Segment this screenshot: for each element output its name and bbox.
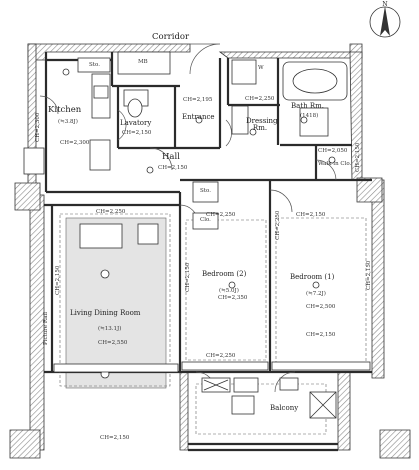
w-label: W xyxy=(258,65,264,71)
bed1-area: (≒7.2J) xyxy=(306,291,326,297)
kitchen-stove xyxy=(89,139,111,171)
hall-name: Hall xyxy=(162,152,180,162)
kitchen-sink xyxy=(93,85,109,99)
sto-hall-box xyxy=(192,181,219,203)
toilet xyxy=(127,98,143,118)
lavatory-name: Lavatory xyxy=(120,119,152,127)
ldr-shelf xyxy=(137,223,159,245)
dressing-name: Dressing Rm. xyxy=(246,117,278,132)
balcony-name: Balcony xyxy=(270,404,299,412)
living-name: Living Dining Room xyxy=(70,309,141,317)
bathtub-inner xyxy=(292,68,338,94)
walkin-ch: CH=2,050 xyxy=(318,148,348,154)
walkin-side-ch: CH=2,150 xyxy=(355,142,361,172)
washer xyxy=(231,59,257,85)
living-left-ch: CH=2,150 xyxy=(55,265,61,295)
window-rails xyxy=(53,361,371,373)
mb-box xyxy=(117,51,171,75)
living-top-ch: CH=2,250 xyxy=(96,209,126,215)
bed2-area: (≒5.0J) xyxy=(219,288,239,294)
fixtures xyxy=(23,51,348,419)
interior-walls xyxy=(44,52,372,452)
clo-label: Clo. xyxy=(200,217,211,223)
bed1-mid-ch: CH=2,250 xyxy=(275,210,281,240)
entrance-name: Entrance xyxy=(182,113,215,121)
clo-box xyxy=(192,212,219,230)
bed2-name: Bedroom (2) xyxy=(202,270,247,278)
bed1-top-ch: CH=2,150 xyxy=(296,212,326,218)
entrance-ch: CH=2,195 xyxy=(183,97,213,103)
living-ch: CH=2,550 xyxy=(98,340,128,346)
kitchen-name: Kitchen xyxy=(48,105,82,115)
kitchen-ch: CH=2,300 xyxy=(60,140,90,146)
bath-size: (1418) xyxy=(300,113,319,119)
fridge xyxy=(23,147,45,175)
bed2-top-ch: CH=2,250 xyxy=(206,212,236,218)
kitchen-area: (≒3.8J) xyxy=(58,119,78,125)
north-label: N xyxy=(382,1,388,8)
bed1-ch: CH=2,500 xyxy=(306,304,336,310)
sto-top-label: Sto. xyxy=(89,62,100,68)
exterior-walls xyxy=(9,43,411,459)
lavatory-ch: CH=2,150 xyxy=(122,130,152,136)
bed1-lower-ch: CH=2,150 xyxy=(306,332,336,338)
bottom-ch: CH=2,150 xyxy=(100,435,130,441)
living-area: (≒13.1J) xyxy=(98,326,122,332)
bed2-ch: CH=2,350 xyxy=(218,295,248,301)
bed1-name: Bedroom (1) xyxy=(290,273,335,281)
balcony-unit-3 xyxy=(279,377,299,391)
north-arrow-icon xyxy=(369,6,401,38)
picture-rail-label: Picture Rail xyxy=(43,312,49,345)
bath-name: Bath Rm. xyxy=(291,102,324,110)
bed1-right-ch: CH=2,150 xyxy=(366,260,372,290)
mb-label: MB xyxy=(138,59,148,65)
sto-top-box xyxy=(77,57,111,73)
hall-ch: CH=2,150 xyxy=(158,165,188,171)
bed2-left-ch: CH=2,150 xyxy=(185,262,191,292)
walkin-name: Walk-in Clo. xyxy=(318,161,352,167)
kitchen-side-ch: CH=2,300 xyxy=(35,112,41,142)
sto-hall-label: Sto. xyxy=(200,188,211,194)
dressing-ch: CH=2,250 xyxy=(245,96,275,102)
corridor-label: Corridor xyxy=(152,32,190,42)
dressing-vanity xyxy=(231,105,249,135)
ldr-cabinet xyxy=(79,223,123,249)
bed2-bottom-ch: CH=2,250 xyxy=(206,353,236,359)
balcony-ac xyxy=(231,395,255,415)
balcony-unit-2 xyxy=(233,377,259,393)
